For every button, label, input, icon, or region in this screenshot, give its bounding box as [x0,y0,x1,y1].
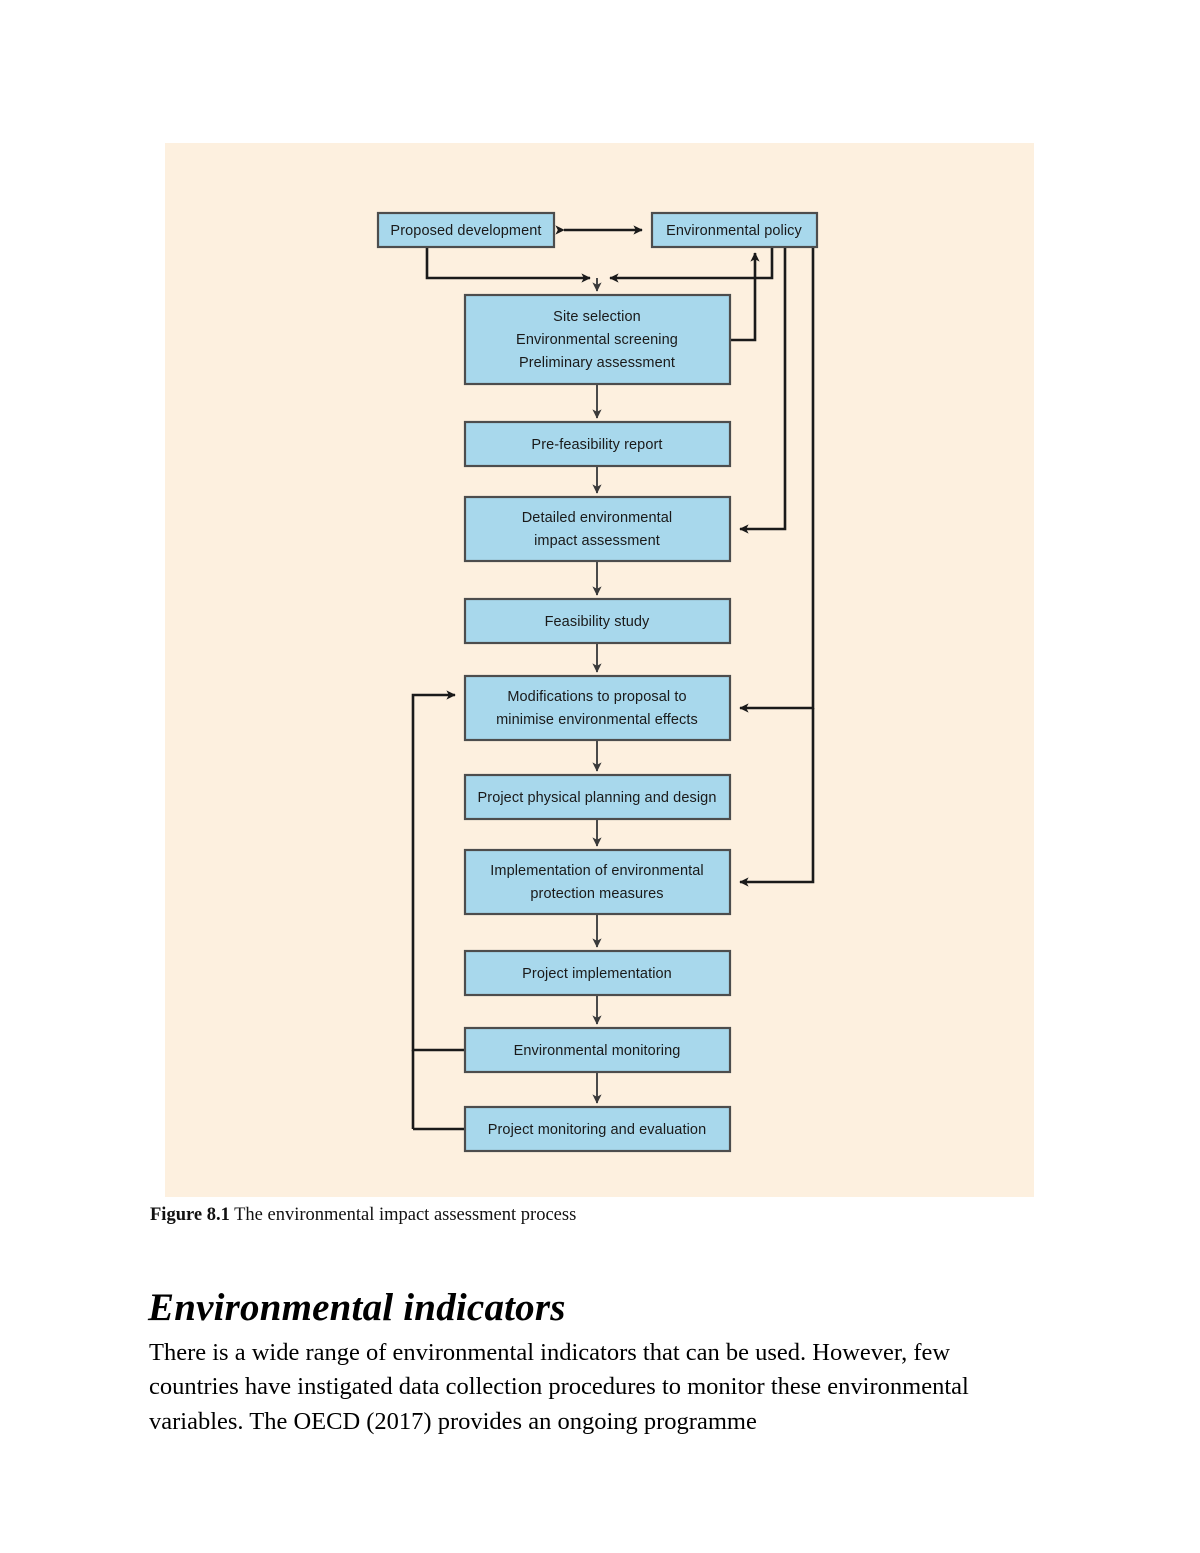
node-proposed-development-rect [376,211,556,249]
node-modifications-rect [463,674,732,742]
node-site-selection-label-line3: Preliminary assessment [519,355,675,371]
node-project-implementation-rect [463,949,732,997]
node-site-selection-label-line2: Environmental screening [516,332,678,348]
node-project-monitoring-rect [463,1105,732,1153]
node-environmental-monitoring-label: Environmental monitoring [514,1043,681,1059]
node-environmental-policy-rect [650,211,819,249]
node-physical-planning[interactable]: Project physical planning and design [463,773,732,821]
node-environmental-policy[interactable]: Environmental policy [650,211,819,249]
figure-panel: Proposed development Environmental polic… [165,143,1034,1197]
connector-layer [411,225,815,1131]
figure-caption: Figure 8.1 The environmental impact asse… [150,1203,1050,1227]
node-implementation-protection-label-line1: Implementation of environmental [490,863,703,879]
node-project-monitoring[interactable]: Project monitoring and evaluation [463,1105,732,1153]
node-pre-feasibility-report-rect [463,420,732,468]
node-proposed-development-label: Proposed development [390,223,541,239]
node-physical-planning-label: Project physical planning and design [478,790,717,806]
node-feasibility-study-label: Feasibility study [545,614,650,630]
edge-site-feedback-to-policy [730,252,760,342]
edge-monitoring-feedback-to-modifications [411,690,465,1052]
node-project-monitoring-label: Project monitoring and evaluation [488,1122,707,1138]
node-physical-planning-rect [463,773,732,821]
node-site-selection-rect [463,293,732,386]
node-implementation-protection-label-line2: protection measures [530,886,663,902]
edge-policy-feedback-to-eia [739,247,787,534]
node-modifications[interactable]: Modifications to proposal to minimise en… [463,674,732,742]
node-feasibility-study[interactable]: Feasibility study [463,597,732,645]
node-modifications-label-line1: Modifications to proposal to [507,689,686,705]
node-detailed-eia[interactable]: Detailed environmental impact assessment [463,495,732,563]
body-paragraph: There is a wide range of environmental i… [149,1338,969,1436]
node-environmental-monitoring[interactable]: Environmental monitoring [463,1026,732,1074]
node-implementation-protection[interactable]: Implementation of environmental protecti… [463,848,732,916]
eia-flow-diagram: Proposed development Environmental polic… [376,211,819,1153]
node-detailed-eia-label-line1: Detailed environmental [522,510,673,526]
edge-policy-down-merge [609,247,774,283]
node-project-implementation[interactable]: Project implementation [463,949,732,997]
edge-policy-feedback-to-protection [739,708,815,887]
node-site-selection-label-line1: Site selection [553,309,641,325]
node-proposed-development[interactable]: Proposed development [376,211,556,249]
node-implementation-protection-rect [463,848,732,916]
edge-proposed-down-merge [425,247,591,283]
node-environmental-policy-label: Environmental policy [666,223,802,239]
node-pre-feasibility-report[interactable]: Pre-feasibility report [463,420,732,468]
edge-policy-feedback-to-modifications [739,247,815,713]
node-modifications-label-line2: minimise environmental effects [496,712,698,728]
node-feasibility-study-rect [463,597,732,645]
node-pre-feasibility-report-label: Pre-feasibility report [531,437,662,453]
figure-caption-number: Figure 8.1 [150,1205,230,1225]
node-environmental-monitoring-rect [463,1026,732,1074]
node-site-selection[interactable]: Site selection Environmental screening P… [463,293,732,386]
node-detailed-eia-rect [463,495,732,563]
section-heading: Environmental indicators [148,1286,566,1330]
node-project-implementation-label: Project implementation [522,966,672,982]
node-detailed-eia-label-line2: impact assessment [534,533,660,549]
figure-caption-text: The environmental impact assessment proc… [229,1205,577,1225]
